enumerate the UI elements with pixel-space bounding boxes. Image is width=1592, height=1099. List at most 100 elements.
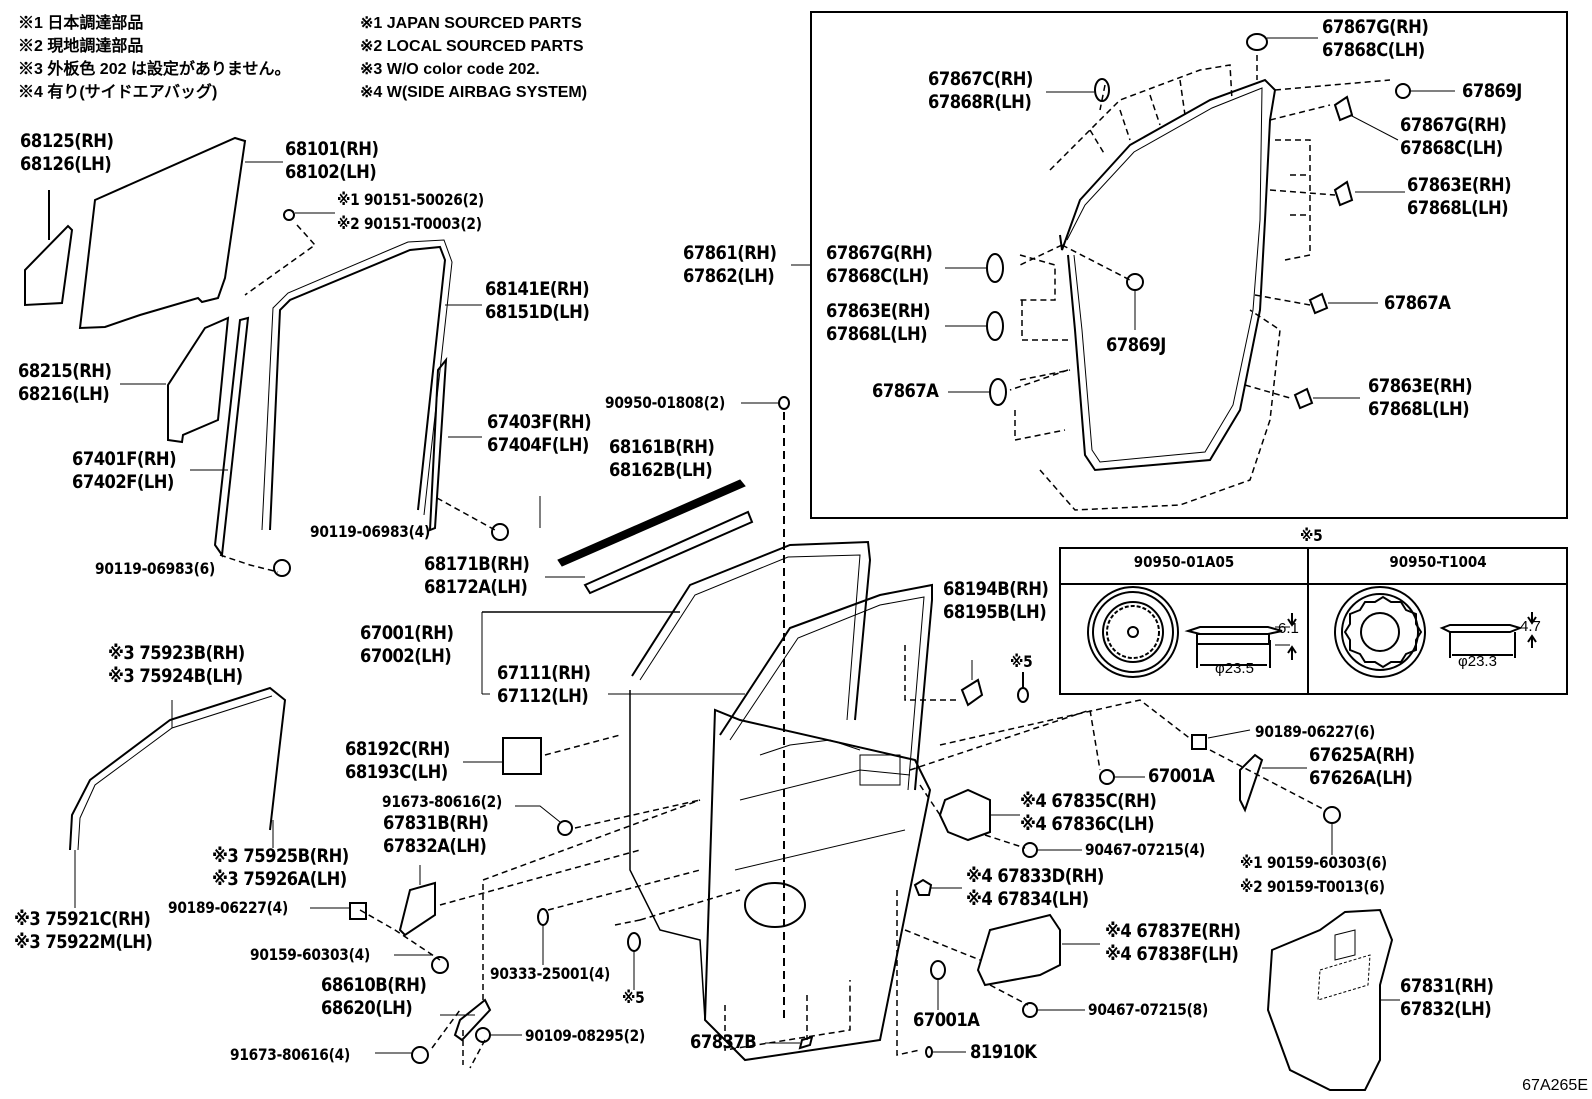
part-number: 68151D(LH) (485, 301, 590, 323)
callout-68161-belt-moulding[interactable]: 68161B(RH) 68162B(LH) (609, 436, 715, 482)
callout-90950-01808-plug[interactable]: 90950-01808(2) (605, 391, 725, 415)
callout-90159-screw-6[interactable]: ※1 90159-60303(6) ※2 90159-T0013(6) (1240, 851, 1387, 899)
part-number: 68161B(RH) (609, 436, 715, 458)
part-number: 67001A (1148, 765, 1215, 787)
part-number: 67402F(LH) (72, 471, 174, 493)
part-number: 67831B(RH) (383, 812, 489, 834)
part-number: 68162B(LH) (609, 459, 713, 481)
callout-68101-door-glass[interactable]: 68101(RH) 68102(LH) (285, 138, 379, 184)
callout-90159-screw-4[interactable]: 90159-60303(4) (250, 943, 370, 967)
door-glass-shape (80, 138, 245, 328)
screw-90151 (284, 210, 294, 220)
part-number: 90119-06983(6) (95, 559, 215, 578)
callout-90119-bolt-4[interactable]: 90119-06983(4) (310, 520, 430, 544)
part-number: 68102(LH) (285, 161, 377, 183)
callout-67869J-top-clip[interactable]: 67869J (1462, 80, 1522, 103)
callout-68215-quarter-weatherstrip[interactable]: 68215(RH) 68216(LH) (18, 360, 112, 406)
part-number: 67401F(RH) (72, 448, 177, 470)
callout-90467-clip-8[interactable]: 90467-07215(8) (1088, 998, 1208, 1022)
part-number: ※2 90151-T0003(2) (337, 214, 482, 233)
plug-2-height: 4.7 (1520, 618, 1541, 635)
callout-67863E-left-clip[interactable]: 67863E(RH) 67868L(LH) (826, 300, 931, 346)
part-number: 68193C(LH) (345, 761, 448, 783)
part-number: 67868C(LH) (1322, 39, 1425, 61)
part-number: 67868C(LH) (1400, 137, 1503, 159)
part-number: 67868L(LH) (826, 323, 928, 345)
part-number: ※4 67833D(RH) (966, 865, 1104, 887)
callout-90109-bolt[interactable]: 90109-08295(2) (525, 1024, 645, 1048)
callout-68141-run-channel[interactable]: 68141E(RH) 68151D(LH) (485, 278, 590, 324)
part-number: 90159-60303(4) (250, 945, 370, 964)
legend-notes-english: ※1 JAPAN SOURCED PARTS ※2 LOCAL SOURCED … (360, 12, 587, 104)
part-number: 67867C(RH) (928, 68, 1033, 90)
callout-67001A-top[interactable]: 67001A (1148, 765, 1215, 788)
callout-67401-channel[interactable]: 67401F(RH) 67402F(LH) (72, 448, 177, 494)
door-assembly-drawing (482, 542, 932, 1060)
callout-67867C-clip[interactable]: 67867C(RH) 67868R(LH) (928, 68, 1033, 114)
part-number: 68610B(RH) (321, 974, 427, 996)
part-number: ※4 67834(LH) (966, 888, 1089, 910)
part-number: 67832(LH) (1400, 998, 1492, 1020)
callout-68125-quarter-glass[interactable]: 68125(RH) 68126(LH) (20, 130, 114, 176)
callout-67625-bracket[interactable]: 67625A(RH) 67626A(LH) (1309, 744, 1415, 790)
callout-90333-plug[interactable]: 90333-25001(4) (490, 962, 610, 986)
plug-table-marker: ※5 (1300, 526, 1323, 545)
callout-67833-pad[interactable]: ※4 67833D(RH) ※4 67834(LH) (966, 865, 1104, 911)
note-jp-2: ※2 現地調達部品 (18, 38, 144, 55)
part-number: ※4 67836C(LH) (1020, 813, 1155, 835)
part-number: 67625A(RH) (1309, 744, 1415, 766)
callout-75921-moulding[interactable]: ※3 75921C(RH) ※3 75922M(LH) (14, 908, 153, 954)
callout-90189-nut-6[interactable]: 90189-06227(6) (1255, 720, 1375, 744)
callout-68194-hinge-cover[interactable]: 68194B(RH) 68195B(LH) (943, 578, 1049, 624)
part-number: 68171B(RH) (424, 553, 530, 575)
part-number: ※2 90159-T0013(6) (1240, 877, 1385, 896)
callout-note5-plug-b[interactable]: ※5 (622, 986, 645, 1010)
callout-67867A-right-clip[interactable]: 67867A (1384, 292, 1451, 315)
callout-68610-door-check[interactable]: 68610B(RH) 68620(LH) (321, 974, 427, 1020)
callout-75925-moulding[interactable]: ※3 75925B(RH) ※3 75926A(LH) (212, 845, 349, 891)
part-number: ※1 90159-60303(6) (1240, 853, 1387, 872)
callout-67837B[interactable]: 67837B (690, 1031, 757, 1054)
callout-67111-outer-panel[interactable]: 67111(RH) 67112(LH) (497, 662, 591, 708)
callout-67403-channel[interactable]: 67403F(RH) 67404F(LH) (487, 411, 592, 457)
callout-67835-pad[interactable]: ※4 67835C(RH) ※4 67836C(LH) (1020, 790, 1157, 836)
callout-81910K[interactable]: 81910K (970, 1041, 1037, 1064)
callout-68192-hinge[interactable]: 68192C(RH) 68193C(LH) (345, 738, 450, 784)
callout-67867G-right-clip[interactable]: 67867G(RH) 67868C(LH) (1400, 114, 1507, 160)
plug-table (1060, 548, 1567, 694)
callout-90467-clip-4[interactable]: 90467-07215(4) (1085, 838, 1205, 862)
callout-67831B-bracket[interactable]: 67831B(RH) 67832A(LH) (383, 812, 489, 858)
plug-2-diameter: φ23.3 (1458, 653, 1497, 670)
part-number: 68194B(RH) (943, 578, 1049, 600)
callout-67001-door-panel[interactable]: 67001(RH) 67002(LH) (360, 622, 454, 668)
part-number: 68141E(RH) (485, 278, 590, 300)
part-number: 90119-06983(4) (310, 522, 430, 541)
callout-90189-nut-4[interactable]: 90189-06227(4) (168, 896, 288, 920)
part-number: 91673-80616(2) (382, 792, 502, 811)
callout-67863E-right-clip-2[interactable]: 67863E(RH) 67868L(LH) (1368, 375, 1473, 421)
callout-67863E-right-clip-1[interactable]: 67863E(RH) 67868L(LH) (1407, 174, 1512, 220)
callout-90151-screw[interactable]: ※1 90151-50026(2) ※2 90151-T0003(2) (337, 188, 484, 236)
callout-67869J-mid-clip[interactable]: 67869J (1106, 334, 1166, 357)
callout-91673-bolt-4[interactable]: 91673-80616(4) (230, 1043, 350, 1067)
part-number: ※4 67837E(RH) (1105, 920, 1241, 942)
callout-75923-moulding[interactable]: ※3 75923B(RH) ※3 75924B(LH) (108, 642, 245, 688)
part-number: 67001A (913, 1009, 980, 1031)
callout-67831-hole-cover[interactable]: 67831(RH) 67832(LH) (1400, 975, 1494, 1021)
callout-67867G-left-clip[interactable]: 67867G(RH) 67868C(LH) (826, 242, 933, 288)
callout-67867G-top-clip[interactable]: 67867G(RH) 67868C(LH) (1322, 16, 1429, 62)
part-number: 67626A(LH) (1309, 767, 1413, 789)
part-number: 67867G(RH) (1400, 114, 1507, 136)
callout-68171-belt-weatherstrip[interactable]: 68171B(RH) 68172A(LH) (424, 553, 530, 599)
note-jp-4: ※4 有り(サイドエアバッグ) (18, 84, 218, 101)
callout-67861-weatherstrip[interactable]: 67861(RH) 67862(LH) (683, 242, 777, 288)
callout-91673-bolt-2[interactable]: 91673-80616(2) (382, 790, 502, 814)
callout-90119-bolt-6[interactable]: 90119-06983(6) (95, 557, 215, 581)
callout-67001A-bottom[interactable]: 67001A (913, 1009, 980, 1032)
part-number: 68215(RH) (18, 360, 112, 382)
note-en-4: ※4 W(SIDE AIRBAG SYSTEM) (360, 84, 588, 101)
callout-note5-plug-a[interactable]: ※5 (1010, 650, 1033, 674)
callout-67837E-pad[interactable]: ※4 67837E(RH) ※4 67838F(LH) (1105, 920, 1241, 966)
callout-67867A-left-clip[interactable]: 67867A (872, 380, 939, 403)
note-marker: ※5 (1010, 652, 1033, 671)
